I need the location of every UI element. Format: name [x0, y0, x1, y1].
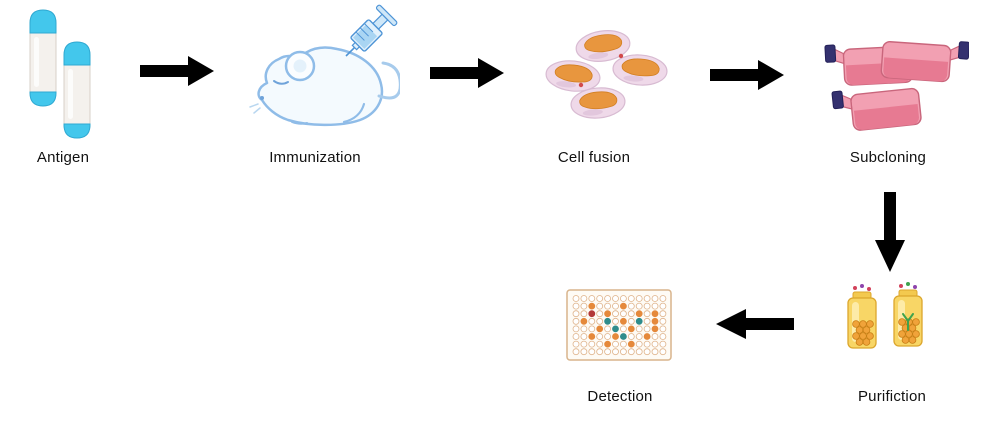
arrow-right-icon: [430, 58, 504, 88]
antibody-y-icon: [902, 313, 914, 331]
step-label-subcloning: Subcloning: [849, 149, 927, 166]
step-label-antigen: Antigen: [36, 149, 90, 166]
arrow-left-icon: [716, 309, 794, 339]
arrow-right-icon: [140, 56, 214, 86]
arrow-right-icon: [710, 60, 784, 90]
microplate-icon: [566, 289, 672, 361]
mouse-figure: [249, 46, 400, 127]
antigen-vials-icon: [29, 9, 91, 139]
step-label-cell-fusion: Cell fusion: [557, 149, 631, 166]
culture-flasks-icon: [824, 36, 969, 131]
arrow-down-icon: [875, 192, 905, 272]
microplate-wells: [572, 295, 667, 356]
fused-cells-icon: [543, 28, 669, 121]
step-label-immunization: Immunization: [269, 149, 361, 166]
syringe-icon: [345, 4, 398, 57]
mouse-syringe-icon: [249, 4, 400, 127]
step-label-detection: Detection: [587, 388, 653, 405]
purification-columns-icon: [847, 282, 923, 349]
step-label-purifiction: Purifiction: [857, 388, 927, 405]
